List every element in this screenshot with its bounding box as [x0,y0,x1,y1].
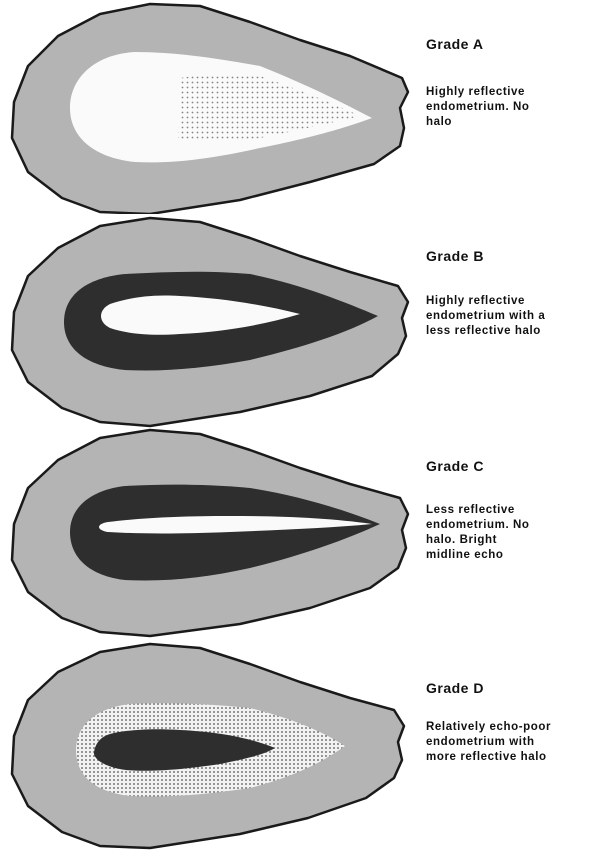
grade-b-uterus-diagram [0,214,420,428]
description-line: endometrium with [426,735,606,750]
description-line: endometrium with a [426,309,606,324]
grade-title: Grade C [426,458,484,474]
description-line: halo [426,115,606,130]
description-line: Highly reflective [426,85,606,100]
description-line: more reflective halo [426,750,606,765]
grade-description: Highly reflective endometrium with a les… [426,294,606,339]
grade-description: Relatively echo-poor endometrium with mo… [426,720,606,765]
grade-title: Grade A [426,36,483,52]
description-line: endometrium. No [426,518,606,533]
grade-a-uterus-diagram [0,0,420,214]
grade-title: Grade D [426,680,484,696]
grade-title: Grade B [426,248,484,264]
description-line: endometrium. No [426,100,606,115]
description-line: Highly reflective [426,294,606,309]
description-line: halo. Bright [426,533,606,548]
grade-a-panel: Grade A Highly reflective endometrium. N… [0,0,611,214]
description-line: midline echo [426,548,606,563]
grade-b-panel: Grade B Highly reflective endometrium wi… [0,214,611,428]
grade-c-uterus-diagram [0,428,420,638]
grade-description: Less reflective endometrium. No halo. Br… [426,503,606,563]
description-line: Less reflective [426,503,606,518]
description-line: less reflective halo [426,324,606,339]
grade-description: Highly reflective endometrium. No halo [426,85,606,130]
description-line: Relatively echo-poor [426,720,606,735]
grade-d-panel: Grade D Relatively echo-poor endometrium… [0,638,611,854]
grade-c-panel: Grade C Less reflective endometrium. No … [0,428,611,638]
grade-d-uterus-diagram [0,638,420,854]
